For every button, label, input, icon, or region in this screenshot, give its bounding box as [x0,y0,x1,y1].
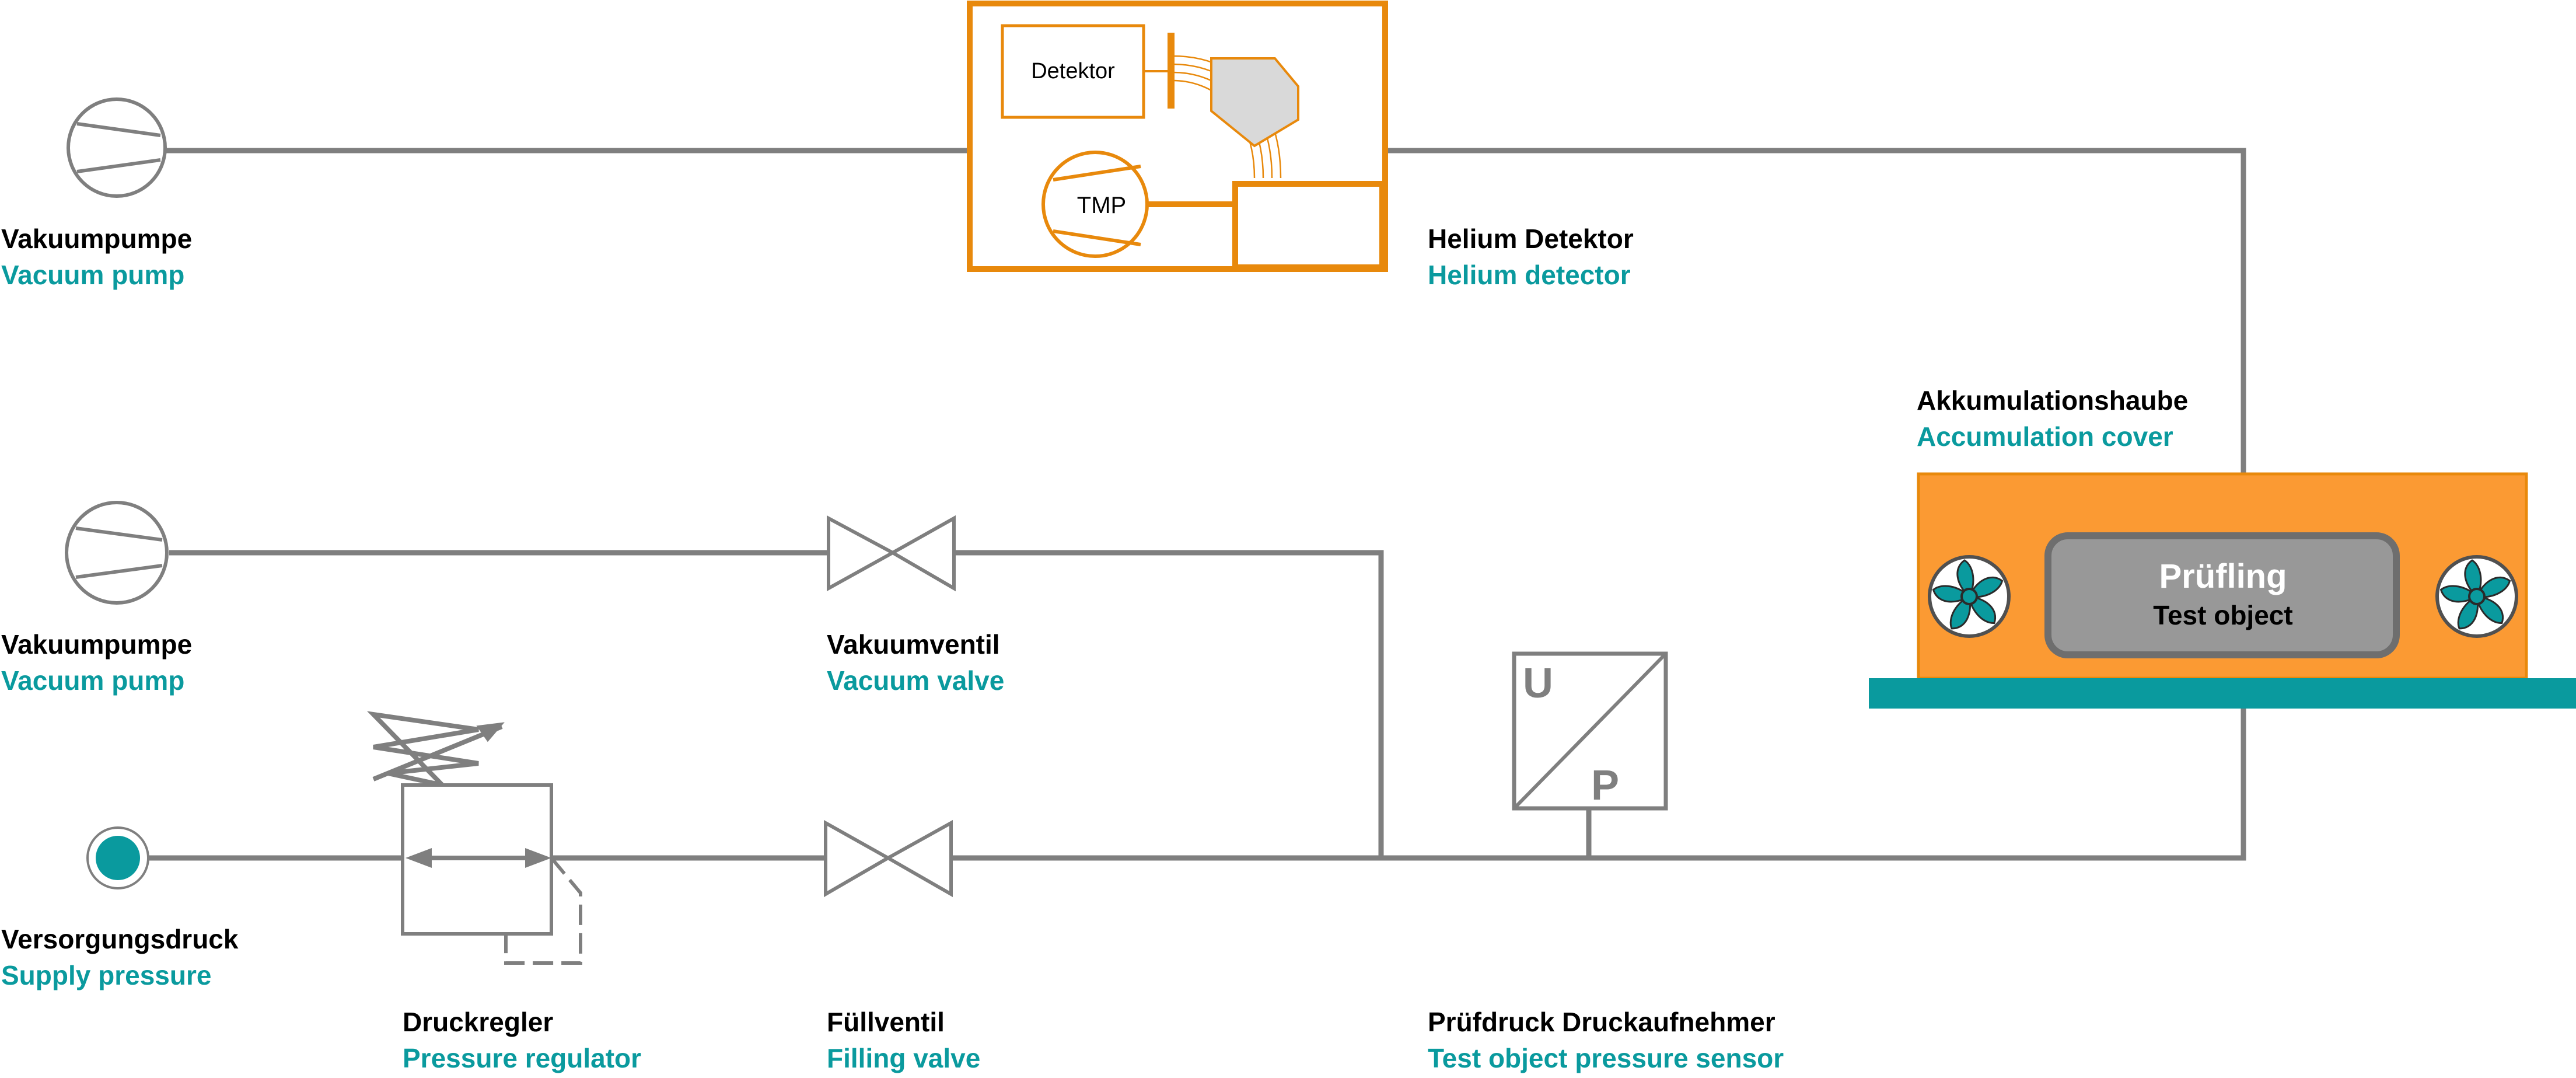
detector-inlet-box [1232,181,1385,270]
helium-detector-icon: Detektor TMP [967,1,1388,272]
label-vacuum-valve: Vakuumventil Vacuum valve [827,626,1004,699]
label-supply-pressure-en: Supply pressure [1,960,212,990]
label-supply-pressure-de: Versorgungsdruck [1,924,239,954]
tmp-label: TMP [1077,193,1126,218]
label-accumulation-cover-de: Akkumulationshaube [1917,385,2189,416]
pressure-regulator-icon [366,711,582,965]
pressure-sensor-icon: U P [1512,651,1668,811]
label-helium-detector-de: Helium Detektor [1428,224,1634,254]
label-vacuum-pump-top: Vakuumpumpe Vacuum pump [1,221,192,293]
test-object-box [2044,532,2400,658]
fan-icon-right [2435,555,2518,638]
label-vacuum-valve-en: Vacuum valve [827,665,1005,696]
label-accumulation-cover-en: Accumulation cover [1917,421,2173,452]
vacuum-pump-mid-icon [65,501,169,605]
label-accumulation-cover: Akkumulationshaube Accumulation cover [1917,382,2188,455]
label-filling-valve-en: Filling valve [827,1043,981,1073]
label-pressure-sensor-de: Prüfdruck Druckaufnehmer [1428,1007,1775,1037]
detector-label: Detektor [1031,59,1115,83]
pipe-main-line [951,654,2246,861]
vacuum-pump-top-icon [67,97,167,198]
label-pressure-sensor: Prüfdruck Druckaufnehmer Test object pre… [1428,1004,1784,1076]
fan-icon-left [1928,555,2011,638]
label-pressure-regulator-en: Pressure regulator [403,1043,642,1073]
label-supply-pressure: Versorgungsdruck Supply pressure [1,921,238,993]
label-vacuum-pump-mid-en: Vacuum pump [1,665,185,696]
vacuum-valve-icon [827,515,956,592]
label-pressure-regulator: Druckregler Pressure regulator [403,1004,641,1076]
accumulation-cover-icon: Prüfling Test object [1869,472,2576,709]
sensor-p-label: P [1591,762,1619,809]
label-filling-valve-de: Füllventil [827,1007,945,1037]
supply-port-icon [86,826,149,889]
label-pressure-regulator-de: Druckregler [403,1007,554,1037]
base-plate [1869,678,2576,709]
label-filling-valve: Füllventil Filling valve [827,1004,980,1076]
piping [147,148,2246,861]
test-object-de: Prüfling [2159,557,2287,595]
detector-box [1001,24,1145,119]
label-helium-detector-en: Helium detector [1428,260,1631,290]
sensor-u-label: U [1523,660,1553,707]
test-object-en: Test object [2153,600,2292,630]
label-helium-detector: Helium Detektor Helium detector [1428,221,1634,293]
pipe-detector-to-cover [1386,148,2246,473]
label-vacuum-pump-mid-de: Vakuumpumpe [1,629,193,660]
label-vacuum-pump-mid: Vakuumpumpe Vacuum pump [1,626,192,699]
ionization-chamber [1210,57,1299,148]
label-vacuum-pump-top-de: Vakuumpumpe [1,224,193,254]
label-vacuum-pump-top-en: Vacuum pump [1,260,185,290]
filling-valve-icon [824,819,953,898]
label-pressure-sensor-en: Test object pressure sensor [1428,1043,1784,1073]
label-vacuum-valve-de: Vakuumventil [827,629,1000,660]
pipe-vacuum-valve-to-junction [954,550,1384,858]
tmp-pump-icon [1041,151,1149,258]
